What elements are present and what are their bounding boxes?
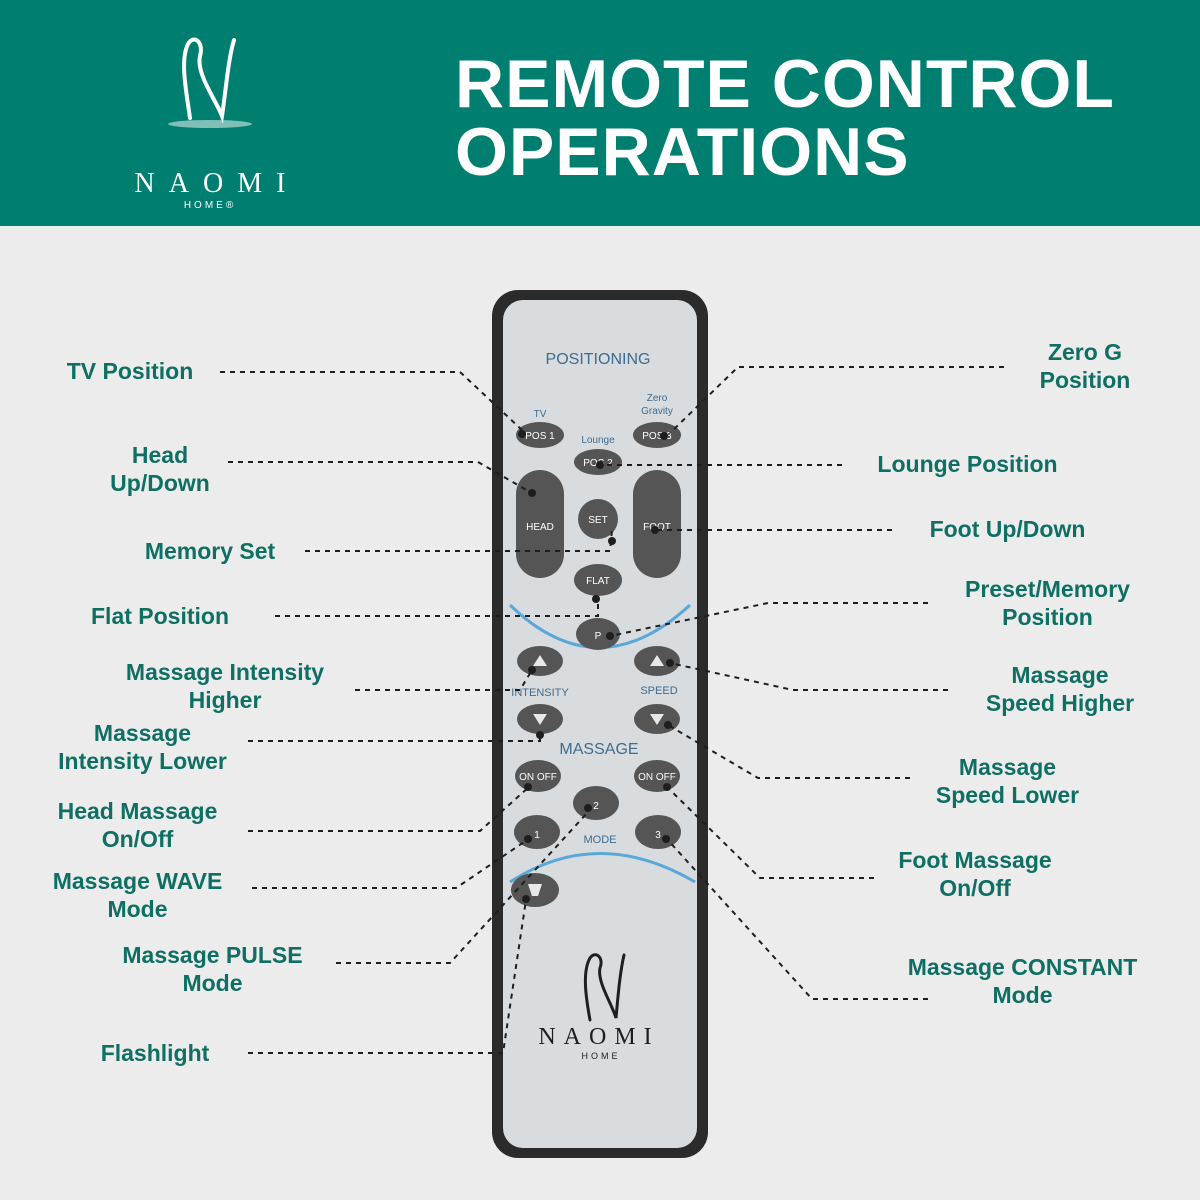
label-text: Up/Down xyxy=(110,470,210,496)
label-text: Position xyxy=(1039,367,1131,393)
title-line-2: OPERATIONS xyxy=(455,114,910,190)
zero-caption-1: Zero xyxy=(647,393,668,404)
label-text: Speed Higher xyxy=(985,690,1135,716)
label-text: Head xyxy=(131,442,189,468)
tv-caption: TV xyxy=(534,409,547,420)
label-text: On/Off xyxy=(939,875,1011,901)
label-intensity-lower: Massage Intensity Lower xyxy=(40,719,245,775)
preset-button[interactable] xyxy=(576,618,620,650)
leader-lines xyxy=(220,366,1004,1054)
flat-button-text: FLAT xyxy=(586,576,610,587)
label-text: Memory Set xyxy=(144,538,276,564)
label-intensity-higher: Massage Intensity Higher xyxy=(100,658,350,714)
remote-logo-sub: HOME xyxy=(582,1051,621,1061)
intensity-down-icon xyxy=(533,714,547,725)
positioning-label: POSITIONING xyxy=(546,351,651,368)
massage-caption: MASSAGE xyxy=(559,741,638,758)
label-text: Massage xyxy=(93,720,192,746)
brand-sub: HOME® xyxy=(183,200,237,211)
label-text: TV Position xyxy=(66,358,194,384)
label-foot-updown: Foot Up/Down xyxy=(905,515,1110,543)
label-text: Foot Massage xyxy=(898,847,1052,873)
title-line-1: REMOTE CONTROL xyxy=(455,46,1115,122)
brand-name: NAOMI xyxy=(134,168,300,199)
pulse-mode-button[interactable] xyxy=(573,786,619,820)
brand-logo: NAOMI HOME® xyxy=(90,30,330,211)
label-text: Massage WAVE xyxy=(52,868,223,894)
label-head-updown: Head Up/Down xyxy=(80,441,240,497)
label-text: Position xyxy=(1002,604,1093,630)
label-text: Higher xyxy=(188,687,262,713)
mode-caption: MODE xyxy=(584,834,617,846)
lower-arc xyxy=(509,852,696,884)
label-text: Flashlight xyxy=(100,1040,210,1066)
head-button-text: HEAD xyxy=(526,522,554,533)
label-text: Massage PULSE xyxy=(122,942,303,968)
set-button-text: SET xyxy=(588,515,607,526)
label-text: On/Off xyxy=(101,826,174,852)
flat-button[interactable] xyxy=(574,564,622,596)
label-wave-mode: Massage WAVE Mode xyxy=(35,867,240,923)
label-text: Massage CONSTANT xyxy=(907,954,1138,980)
label-lounge-position: Lounge Position xyxy=(855,450,1080,478)
label-text: Mode xyxy=(992,982,1053,1008)
remote-logo-icon xyxy=(583,953,626,1022)
label-zero-g: Zero G Position xyxy=(1010,338,1160,394)
foot-massage-text: ON OFF xyxy=(638,772,676,783)
label-memory-set: Memory Set xyxy=(120,537,300,565)
intensity-caption: INTENSITY xyxy=(511,687,569,699)
mode1-text: 1 xyxy=(534,830,540,841)
label-text: Mode xyxy=(182,970,243,996)
tv-position-button[interactable] xyxy=(516,422,564,448)
tv-button-text: POS 1 xyxy=(525,431,555,442)
mode2-text: 2 xyxy=(593,801,599,812)
speed-up-icon xyxy=(650,655,664,666)
preset-button-text: P xyxy=(595,631,602,642)
zero-caption-2: Gravity xyxy=(641,406,673,417)
label-text: Zero G xyxy=(1047,339,1123,365)
label-text: Flat Position xyxy=(91,603,229,629)
foot-updown-button[interactable] xyxy=(633,470,681,578)
label-text: Mode xyxy=(107,896,168,922)
lounge-caption: Lounge xyxy=(581,435,615,446)
head-massage-text: ON OFF xyxy=(519,772,557,783)
mode3-text: 3 xyxy=(655,830,661,841)
naomi-logo-icon xyxy=(168,37,252,128)
label-flashlight: Flashlight xyxy=(80,1039,230,1067)
remote-logo-name: NAOMI xyxy=(538,1024,659,1050)
speed-down-icon xyxy=(650,714,664,725)
label-text: Speed Lower xyxy=(935,782,1080,808)
label-pulse-mode: Massage PULSE Mode xyxy=(105,941,320,997)
header-banner: NAOMI HOME® REMOTE CONTROL OPERATIONS xyxy=(0,0,1200,226)
label-flat-position: Flat Position xyxy=(70,602,250,630)
label-text: Lounge Position xyxy=(877,451,1058,477)
label-preset: Preset/Memory Position xyxy=(940,575,1155,631)
label-text: Preset/Memory xyxy=(965,576,1130,602)
label-text: Foot Up/Down xyxy=(929,516,1086,542)
label-text: Intensity Lower xyxy=(58,748,227,774)
zero-button-text: POS 3 xyxy=(642,431,672,442)
label-constant-mode: Massage CONSTANT Mode xyxy=(885,953,1160,1009)
label-text: Massage Intensity xyxy=(125,659,325,685)
speed-caption: SPEED xyxy=(640,685,677,697)
leader-dots xyxy=(518,430,674,903)
label-text: Head Massage xyxy=(57,798,218,824)
page-title: REMOTE CONTROL OPERATIONS xyxy=(455,50,1175,186)
label-foot-massage: Foot Massage On/Off xyxy=(870,846,1080,902)
label-text: Massage xyxy=(958,754,1057,780)
label-speed-lower: Massage Speed Lower xyxy=(910,753,1105,809)
label-tv-position: TV Position xyxy=(50,357,210,385)
intensity-up-icon xyxy=(533,655,547,666)
label-text: Massage xyxy=(1011,662,1109,688)
memory-set-button[interactable] xyxy=(578,499,618,539)
label-head-massage: Head Massage On/Off xyxy=(40,797,235,853)
zero-gravity-button[interactable] xyxy=(633,422,681,448)
flashlight-icon xyxy=(528,884,542,896)
label-speed-higher: Massage Speed Higher xyxy=(960,661,1160,717)
